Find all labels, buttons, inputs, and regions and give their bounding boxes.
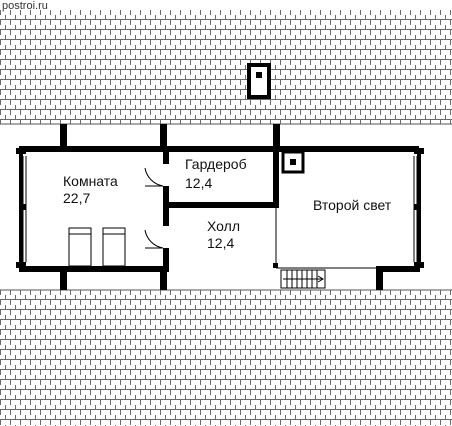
room-name-vtoroy-svet: Второй свет <box>313 197 392 213</box>
chimney <box>247 63 271 99</box>
watermark: postroi.ru <box>2 0 48 12</box>
roof-top <box>0 10 452 124</box>
interior-walls <box>163 146 279 272</box>
room-area-garderob: 12,4 <box>185 175 212 191</box>
room-name-holl: Холл <box>207 218 240 234</box>
roof-bottom <box>0 290 452 426</box>
room-name-komnata: Комната <box>63 173 118 189</box>
window-right <box>413 156 420 262</box>
room-name-garderob: Гардероб <box>185 156 247 172</box>
railing-post <box>273 263 278 268</box>
stub-walls <box>60 124 383 290</box>
stove-flue <box>290 159 296 165</box>
bed-2 <box>102 227 126 267</box>
staircase <box>280 269 326 289</box>
door-komnata-holl <box>144 229 164 249</box>
room-area-holl: 12,4 <box>207 235 234 251</box>
window-left <box>20 156 27 262</box>
room-area-komnata: 22,7 <box>63 190 90 206</box>
bed-1 <box>68 227 92 267</box>
door-komnata-garderob <box>144 167 164 187</box>
chimney-flue <box>256 72 262 78</box>
